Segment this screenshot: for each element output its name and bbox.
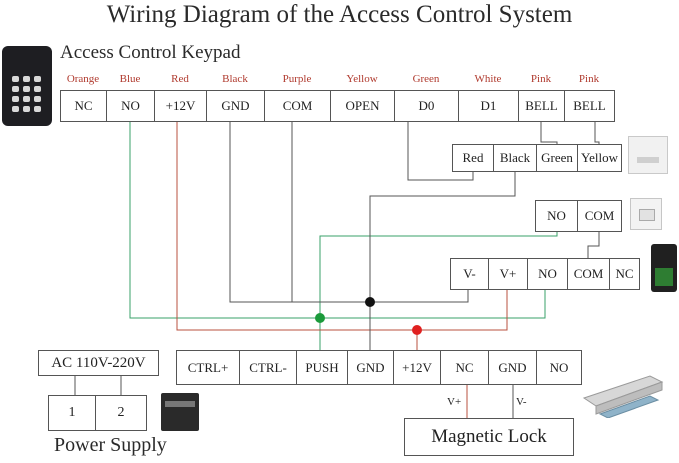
wire-color-label: Pink — [578, 73, 600, 85]
lock-vminus-label: V- — [516, 396, 527, 408]
keypad-terminal-12v: +12V — [154, 90, 207, 122]
exit-button-image — [630, 198, 662, 230]
wire-keypad-12v — [176, 122, 508, 331]
keypad-terminal-no: NO — [106, 90, 155, 122]
keypad-terminal-gnd: GND — [206, 90, 265, 122]
wire-color-label: Orange — [66, 73, 100, 85]
keypad-terminal-bell-1: BELL — [518, 90, 565, 122]
keypad-terminal-d0: D0 — [394, 90, 459, 122]
power-supply-heading: Power Supply — [54, 434, 167, 456]
keypad-terminal-bell-2: BELL — [564, 90, 615, 122]
lock-vplus-label: V+ — [447, 396, 462, 408]
keypad-terminal-d1: D1 — [458, 90, 519, 122]
wire-keypad-no — [129, 122, 546, 319]
doorbell-terminal-yellow: Yellow — [577, 144, 622, 172]
doorbell-terminal-black: Black — [493, 144, 537, 172]
wire-keypad-d0 — [407, 122, 474, 181]
controller-terminal-ctrl-plus: CTRL+ — [176, 350, 240, 385]
controller-terminal-12v: +12V — [393, 350, 441, 385]
controller-terminal-nc: NC — [440, 350, 489, 385]
receiver-terminal-com: COM — [567, 258, 610, 290]
exit-button-terminal-com: COM — [577, 200, 622, 232]
junction-green — [315, 313, 325, 323]
controller-terminal-ctrl-minus: CTRL- — [239, 350, 297, 385]
wire-bell-1 — [540, 122, 558, 146]
wire-color-label: Blue — [119, 73, 141, 85]
controller-terminal-push: PUSH — [296, 350, 348, 385]
remote-receiver-image — [651, 244, 677, 292]
wire-bell-2 — [594, 122, 600, 146]
doorbell-terminal-red: Red — [452, 144, 494, 172]
keypad-terminal-nc: NC — [60, 90, 107, 122]
power-supply-terminal-1: 1 — [48, 395, 96, 431]
wire-color-label: Yellow — [346, 73, 378, 85]
receiver-terminal-vminus: V- — [450, 258, 489, 290]
junction-red — [412, 325, 422, 335]
ac-input-label: AC 110V-220V — [38, 350, 159, 376]
keypad-terminal-open: OPEN — [330, 90, 395, 122]
junction-black — [365, 297, 375, 307]
wire-color-label: Green — [412, 73, 440, 85]
wire-controller-gnd — [369, 170, 516, 352]
magnetic-lock-label: Magnetic Lock — [404, 418, 574, 456]
controller-terminal-gnd: GND — [347, 350, 394, 385]
keypad-terminal-com: COM — [264, 90, 331, 122]
controller-terminal-gnd-lock: GND — [488, 350, 537, 385]
receiver-terminal-nc: NC — [609, 258, 640, 290]
power-supply-terminal-2: 2 — [95, 395, 147, 431]
keypad-heading: Access Control Keypad — [60, 42, 241, 63]
receiver-terminal-vplus: V+ — [488, 258, 528, 290]
magnetic-lock-image — [582, 375, 664, 418]
wire-exit-com — [587, 232, 600, 262]
controller-terminal-no: NO — [536, 350, 582, 385]
keypad-image — [2, 46, 52, 126]
wire-color-label: Black — [222, 73, 248, 85]
receiver-terminal-no: NO — [527, 258, 568, 290]
doorbell-image — [628, 136, 668, 174]
power-supply-image — [161, 393, 199, 431]
wire-color-label: Pink — [530, 73, 552, 85]
wire-push-exit — [319, 232, 558, 352]
wire-color-label: White — [474, 73, 502, 85]
wire-color-label: Purple — [282, 73, 312, 85]
doorbell-terminal-green: Green — [536, 144, 578, 172]
wire-color-label: Red — [171, 73, 189, 85]
wire-keypad-gnd — [229, 122, 469, 303]
exit-button-terminal-no: NO — [535, 200, 578, 232]
diagram-title: Wiring Diagram of the Access Control Sys… — [106, 1, 573, 28]
